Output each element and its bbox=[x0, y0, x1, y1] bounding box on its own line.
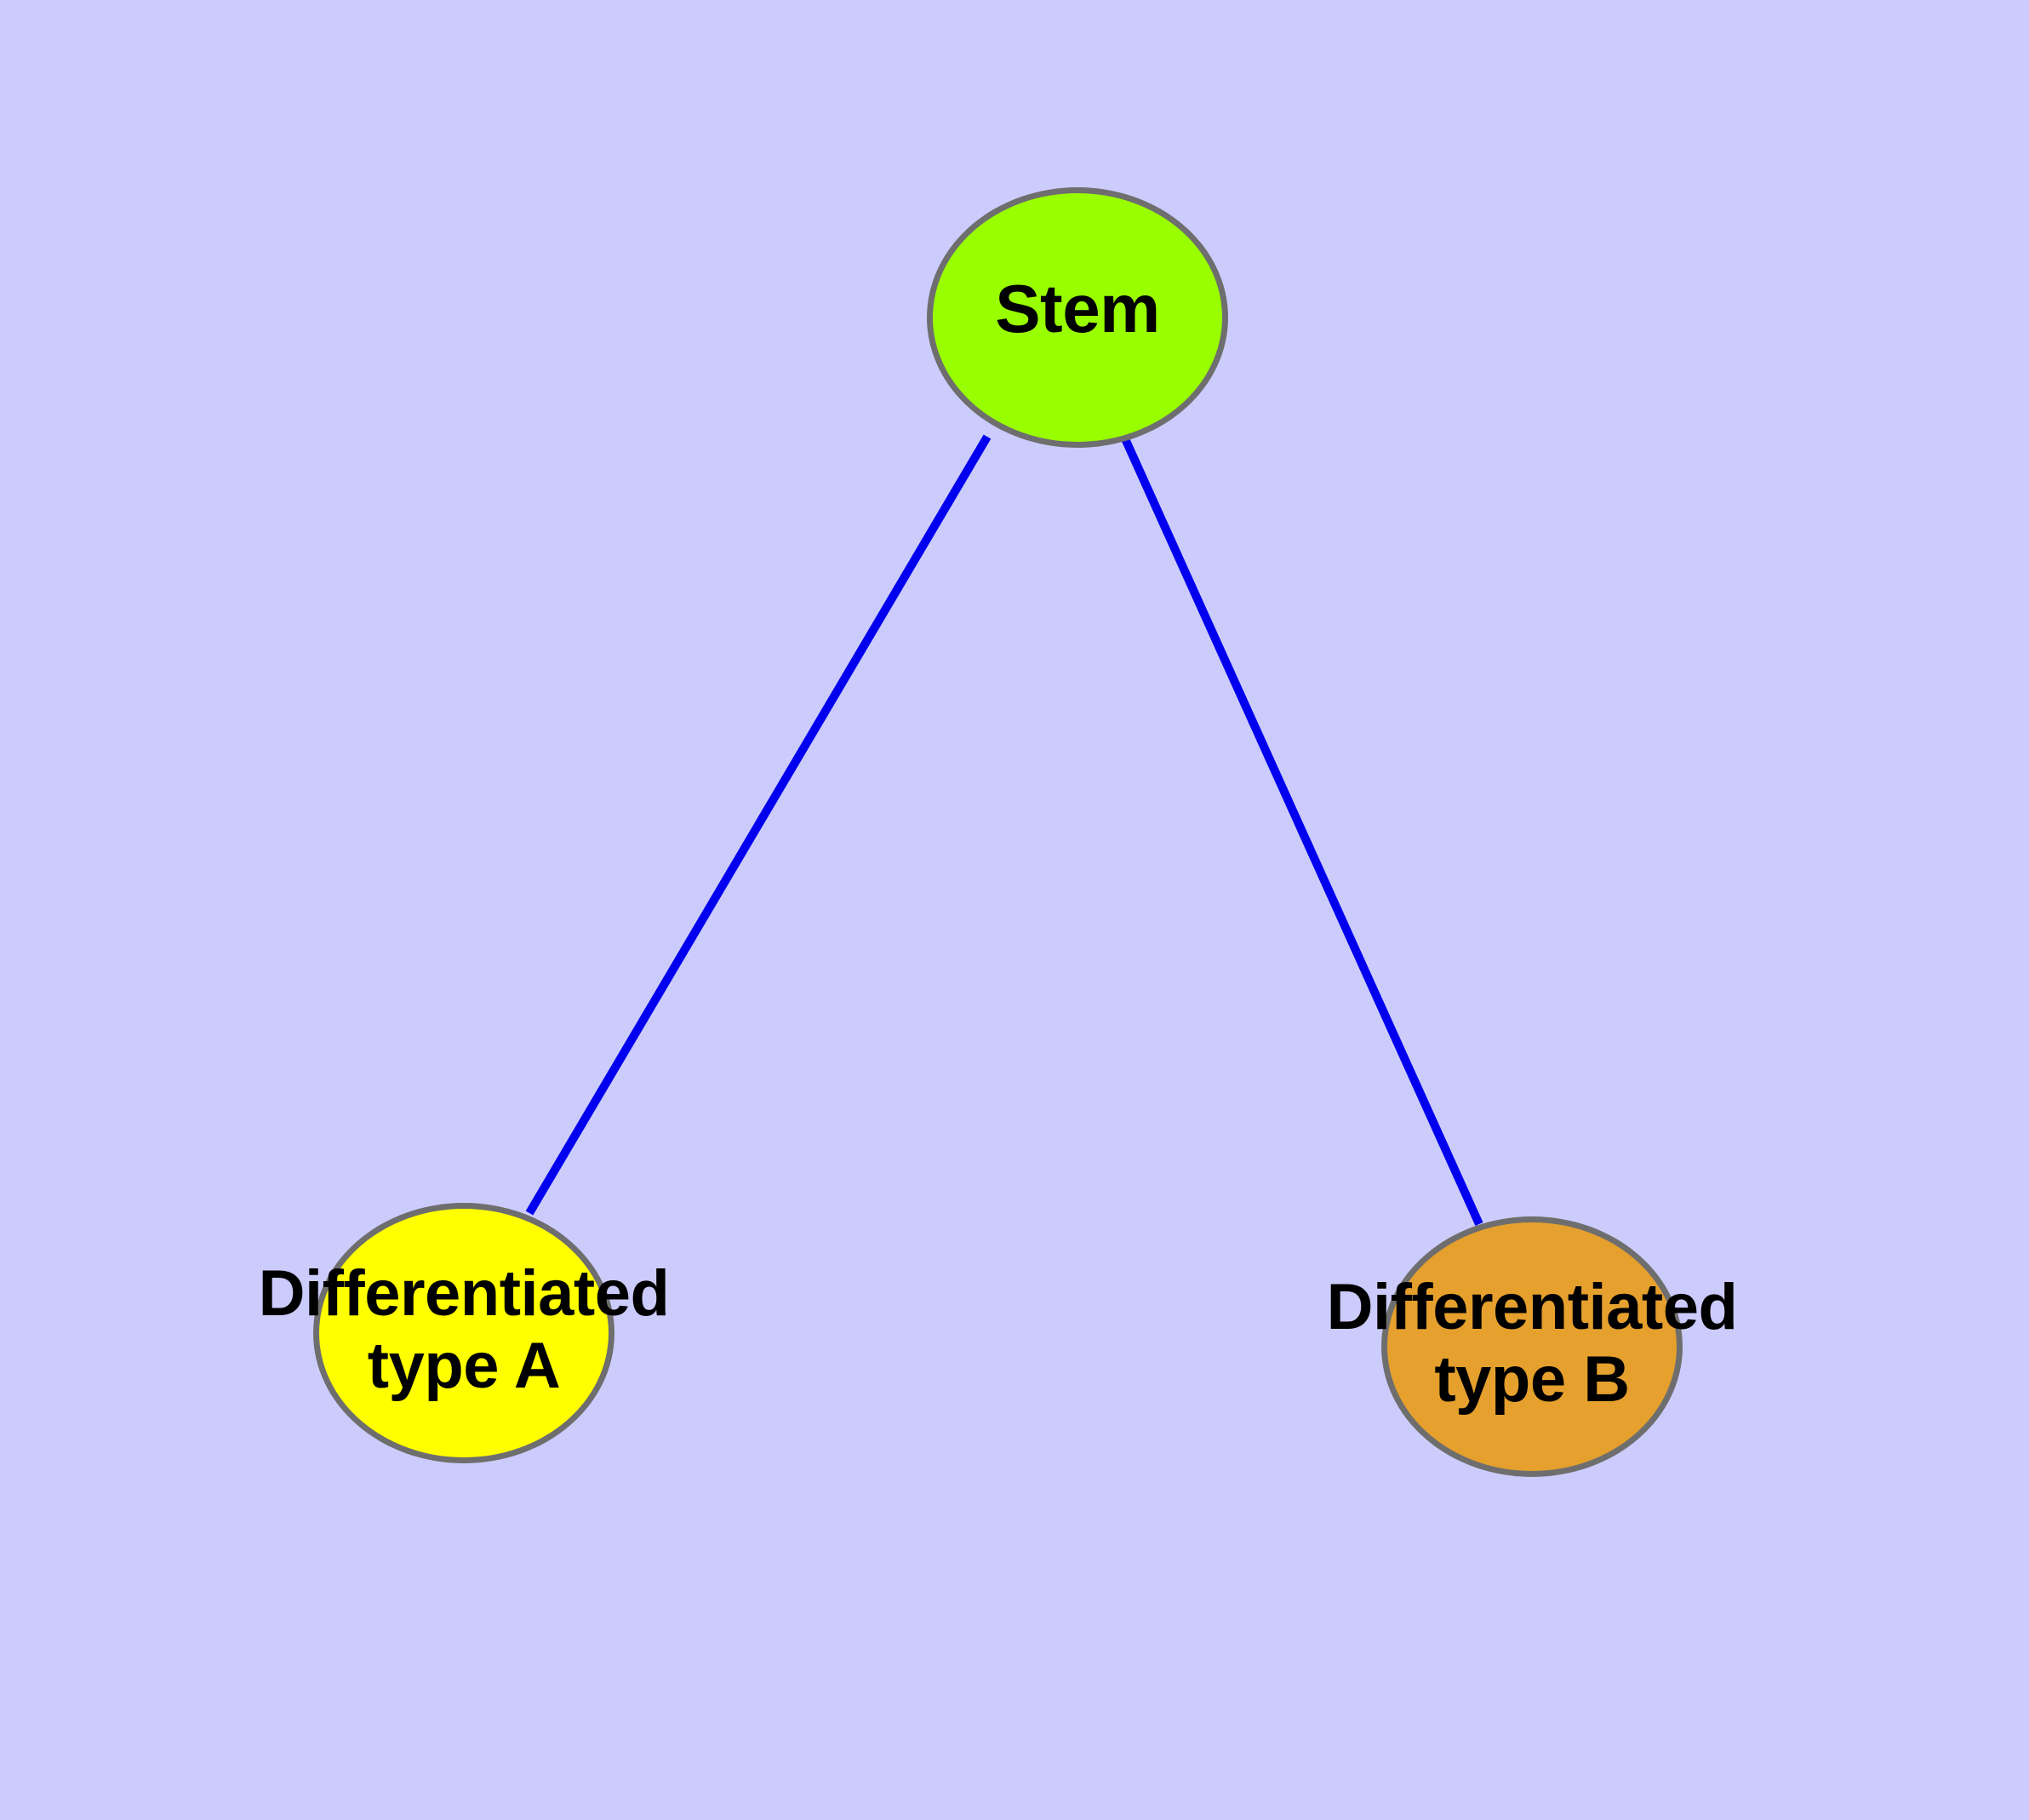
node-label-differentiated-type-b-line1: Differentiated bbox=[1326, 1271, 1738, 1343]
edge-stem-to-type-a bbox=[525, 434, 992, 1216]
node-label-differentiated-type-a-line2: type A bbox=[367, 1330, 561, 1403]
node-label-stem: Stem bbox=[865, 271, 1290, 347]
edge-stem-to-type-b bbox=[1119, 432, 1483, 1227]
node-label-stem-line1: Stem bbox=[995, 271, 1160, 346]
node-label-differentiated-type-b-line2: type B bbox=[1434, 1343, 1630, 1417]
node-label-differentiated-type-a-line1: Differentiated bbox=[258, 1257, 670, 1330]
node-label-differentiated-type-b: Differentiated type B bbox=[1234, 1271, 1830, 1416]
node-differentiated-type-b[interactable] bbox=[1381, 1216, 1683, 1477]
node-differentiated-type-a[interactable] bbox=[313, 1203, 614, 1463]
node-stem[interactable] bbox=[927, 187, 1228, 448]
node-label-differentiated-type-a: Differentiated type A bbox=[166, 1257, 762, 1402]
